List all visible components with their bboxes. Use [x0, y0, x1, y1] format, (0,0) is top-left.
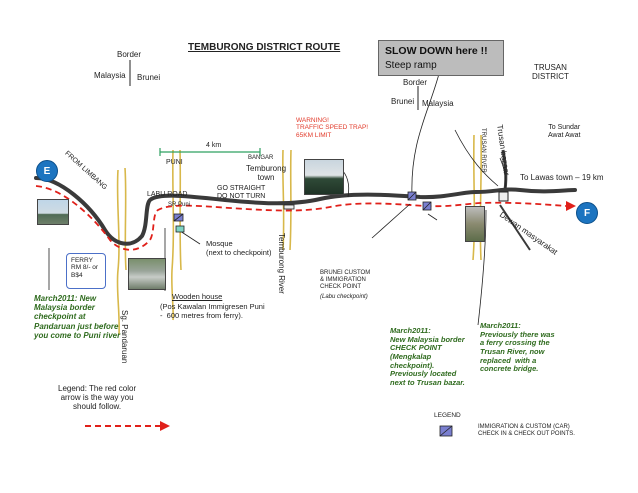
note-right: March2011: Previously there was a ferry … [480, 321, 555, 374]
temburong-town-label: Temburong town [246, 164, 287, 183]
border-right-country-1: Brunei [391, 97, 415, 106]
border-left-country-1: Malaysia [94, 71, 126, 80]
legend-item-label: IMMIGRATION & CUSTOM (CAR) CHECK IN & CH… [478, 424, 575, 437]
note-left: March2011: New Malaysia border checkpoin… [34, 294, 121, 340]
brunei-custom-label: BRUNEI CUSTOM & IMMIGRATION CHECK POINT [320, 270, 371, 290]
labu-road-label: LABU ROAD [147, 191, 188, 198]
legend-red-note: Legend: The red color arrow is the way y… [58, 384, 137, 412]
scale-bar [159, 148, 261, 156]
legend-arrow-head [160, 421, 170, 431]
main-road [34, 176, 577, 246]
mosque-label: Mosque (next to checkpoint) [206, 239, 272, 257]
road-to-dewan [499, 204, 531, 251]
border-right-label: Border [403, 78, 428, 87]
pos-kawalan-label: (Pos Kawalan Immigresen Puni - 600 metre… [160, 302, 265, 320]
border-left-label: Border [117, 50, 142, 59]
river-puni [170, 149, 175, 321]
border-right-country-2: Malaysia [422, 99, 454, 108]
ferry-label: FERRY RM 8/- or B$4 [71, 257, 99, 279]
river-pandaruan [116, 169, 120, 336]
bangar-label: BANGAR [248, 155, 274, 161]
trusan-river-label: TRUSAN RIVER [480, 128, 486, 173]
photo-temburong-town [304, 159, 344, 195]
rivers [116, 134, 483, 336]
callout-line-1: SLOW DOWN here !! [385, 45, 488, 57]
scale-label: 4 km [206, 142, 222, 149]
note-mid: March2011: New Malaysia border CHECK POI… [390, 326, 465, 387]
building-marker [283, 204, 295, 210]
building-marker [175, 225, 185, 233]
river-temburong-branch [289, 149, 292, 251]
callout-line-2: Steep ramp [385, 60, 437, 71]
river-pandaruan-branch [124, 167, 127, 271]
labu-checkpoint-label: (Labu checkpoint) [320, 294, 368, 300]
border-left-country-2: Brunei [137, 73, 161, 82]
to-lawas-label: To Lawas town – 19 km [520, 173, 604, 182]
photo-trusan-bazaar [465, 206, 485, 242]
route-arrow [35, 185, 567, 251]
trusan-district-label: TRUSAN DISTRICT [532, 63, 569, 82]
river-temburong [281, 149, 285, 251]
route-arrow-head [566, 201, 576, 211]
river-puni-branch [179, 149, 182, 271]
slow-down-callout: SLOW DOWN here !! Steep ramp [378, 40, 504, 76]
marker-start: E [36, 160, 58, 182]
checkpoint-icon [498, 191, 509, 202]
temburong-river-label: Temburong River [277, 233, 286, 294]
go-straight-label: GO STRAIGHT DO NOT TURN [217, 185, 266, 201]
speed-trap-warning: WARNING! TRAFFIC SPEED TRAP! 65KM LIMIT [296, 117, 369, 139]
photo-puni-river [128, 258, 166, 290]
legend-title: LEGEND [434, 412, 461, 419]
marker-end: F [576, 202, 598, 224]
map-title: TEMBURONG DISTRICT ROUTE [188, 42, 341, 53]
sr-puni-label: SR Puni [168, 202, 191, 208]
river-trusan-branch [479, 134, 483, 261]
photo-ferry-crossing [37, 199, 69, 225]
to-sundar-label: To Sundar Awat Awat [548, 124, 581, 140]
puni-label: PUNI [166, 159, 183, 166]
river-trusan [472, 134, 476, 261]
wooden-house-label: Wooden house [172, 292, 223, 301]
ferry-box: FERRY RM 8/- or B$4 [66, 253, 106, 289]
